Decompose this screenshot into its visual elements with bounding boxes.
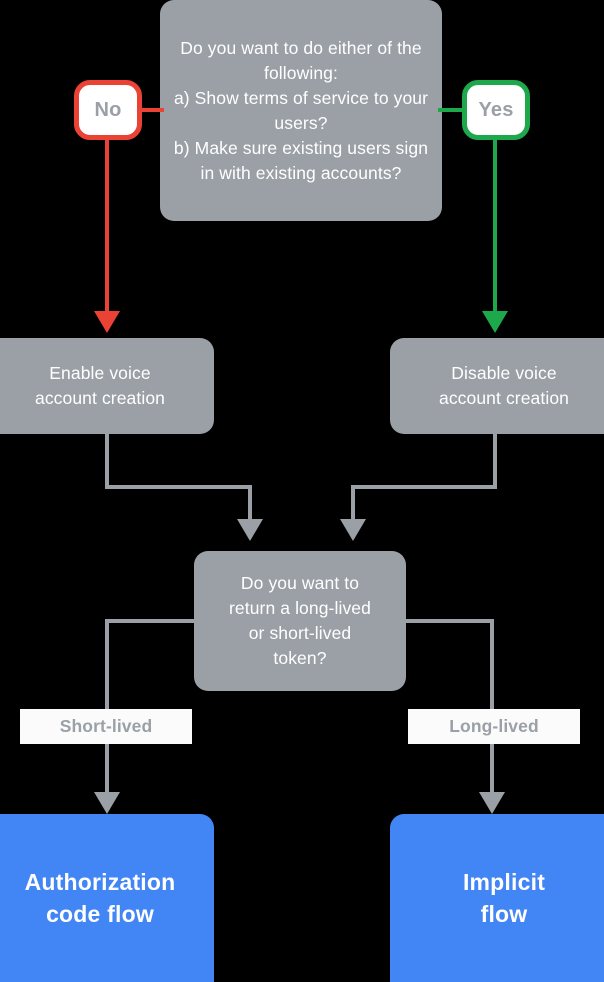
process-node-disable-voice: Disable voice account creation — [390, 338, 604, 434]
connector-disable-down — [493, 434, 497, 488]
edge-label-long-lived-text: Long-lived — [449, 716, 539, 736]
edge-label-yes[interactable]: Yes — [462, 80, 530, 140]
connector-yes-vertical — [493, 138, 497, 313]
decision-node-question-two-text: Do you want to return a long-lived or sh… — [229, 573, 371, 668]
connector-short-lived-vertical — [105, 619, 109, 711]
edge-label-short-lived[interactable]: Short-lived — [20, 709, 192, 744]
connector-no-vertical — [105, 138, 109, 313]
arrow-no-to-enable-voice — [94, 311, 120, 333]
decision-node-question-one-text: Do you want to do either of the followin… — [173, 37, 429, 183]
connector-enable-right — [105, 485, 252, 489]
connector-yes-horizontal — [438, 108, 464, 112]
process-node-enable-voice-text: Enable voice account creation — [34, 363, 165, 408]
arrow-yes-to-disable-voice — [482, 311, 508, 333]
arrow-short-lived-to-auth-flow — [94, 792, 120, 814]
connector-short-lived-to-auth-flow — [105, 742, 109, 795]
connector-enable-down — [105, 434, 109, 488]
edge-label-no[interactable]: No — [74, 80, 142, 140]
decision-node-question-one: Do you want to do either of the followin… — [160, 0, 442, 221]
arrow-disable-to-question-two — [340, 519, 366, 541]
connector-long-lived-horizontal — [400, 619, 494, 623]
result-node-authorization-code-flow: Authorization code flow — [0, 814, 214, 982]
arrow-enable-to-question-two — [237, 519, 263, 541]
edge-label-yes-text: Yes — [478, 98, 514, 121]
connector-disable-to-question-two — [351, 485, 355, 522]
edge-label-no-text: No — [94, 98, 122, 121]
connector-short-lived-horizontal — [105, 619, 200, 623]
process-node-enable-voice: Enable voice account creation — [0, 338, 214, 434]
result-node-implicit-flow-text: Implicit flow — [462, 869, 546, 927]
process-node-disable-voice-text: Disable voice account creation — [438, 363, 569, 408]
edge-label-short-lived-text: Short-lived — [59, 716, 153, 736]
arrow-long-lived-to-implicit-flow — [479, 792, 505, 814]
result-node-authorization-code-flow-text: Authorization code flow — [24, 869, 176, 927]
result-node-implicit-flow: Implicit flow — [390, 814, 604, 982]
connector-long-lived-to-implicit-flow — [490, 742, 494, 795]
edge-label-long-lived[interactable]: Long-lived — [408, 709, 580, 744]
connector-disable-left — [351, 485, 497, 489]
connector-long-lived-vertical — [490, 619, 494, 711]
decision-node-question-two: Do you want to return a long-lived or sh… — [194, 551, 406, 691]
connector-enable-to-question-two — [248, 485, 252, 522]
connector-no-horizontal — [138, 108, 164, 112]
